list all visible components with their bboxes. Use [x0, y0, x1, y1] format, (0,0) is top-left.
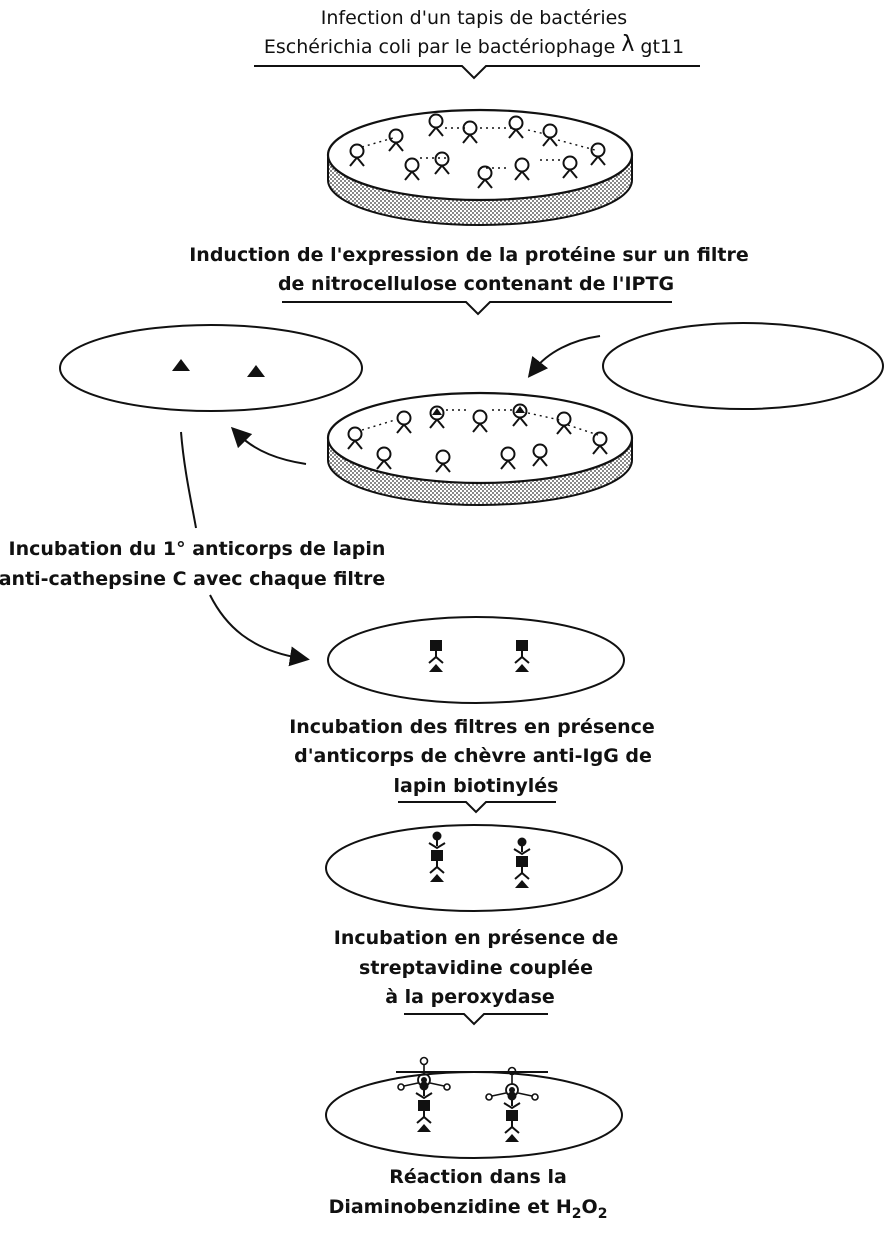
- step6-title-line1: Réaction dans la: [389, 1166, 567, 1188]
- step2-title-line2: de nitrocellulose contenant de l'IPTG: [278, 273, 674, 295]
- protein-triangle-icon: [172, 359, 190, 371]
- protein-triangle-icon: [432, 408, 442, 415]
- step3-title-line2: anti-cathepsine C avec chaque filtre: [0, 568, 385, 590]
- step1-separator: [254, 65, 700, 80]
- step2-separator: [282, 301, 672, 316]
- blank-filter: [602, 322, 884, 410]
- step6-title-line2: Diaminobenzidine et H2O2: [329, 1196, 608, 1222]
- step5-title-line1: Incubation en présence de: [334, 927, 618, 949]
- petri-dish-plaques: [326, 108, 634, 226]
- step4-separator: [398, 801, 556, 814]
- step5-title-line3: à la peroxydase: [385, 986, 555, 1008]
- protein-triangle-icon: [247, 365, 265, 377]
- petri-dish-expression: [326, 391, 634, 506]
- step2-title-line1: Induction de l'expression de la protéine…: [189, 244, 749, 266]
- arrow-lift-filter: [230, 426, 307, 465]
- filter-with-protein: [59, 324, 363, 412]
- step5-separator: [404, 1013, 548, 1026]
- step1-title-line2: Eschérichia coli par le bactériophage λ …: [264, 32, 684, 58]
- flow-line: [180, 431, 197, 529]
- protein-triangle-icon: [515, 406, 525, 413]
- filter-streptavidin-peroxidase: [325, 1058, 623, 1159]
- filter-primary-antibody: [327, 616, 625, 704]
- step1-title-line1: Infection d'un tapis de bactéries: [321, 7, 627, 29]
- arrow-apply-filter: [527, 335, 601, 378]
- step4-title-line2: d'anticorps de chèvre anti-IgG de: [294, 745, 652, 767]
- step3-title-line1: Incubation du 1° anticorps de lapin: [9, 538, 386, 560]
- filter-secondary-antibody: [325, 824, 623, 912]
- step4-title-line3: lapin biotinylés: [394, 775, 559, 797]
- arrow-to-primary-filter: [209, 594, 310, 667]
- step4-title-line1: Incubation des filtres en présence: [289, 716, 655, 738]
- step5-title-line2: streptavidine couplée: [359, 957, 593, 979]
